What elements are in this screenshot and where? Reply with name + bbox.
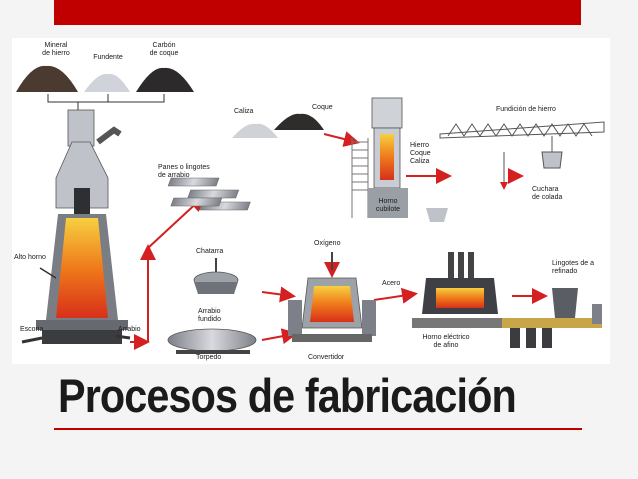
limestone-pile: [232, 123, 278, 138]
label-lingotes-refinado: Lingotes de a refinado: [552, 260, 595, 275]
label-torpedo: Torpedo: [196, 354, 222, 361]
label-fundicion-de-hierro: Fundición de hierro: [496, 106, 556, 113]
label-horno-inputs: Hierro Coque Caliza: [410, 142, 431, 165]
steel-process-diagram: Mineral de hierro Fundente Carbón de coq…: [12, 38, 610, 364]
cupola-furnace: [351, 97, 448, 222]
torpedo-car: [167, 328, 257, 354]
label-arrabio: Arrabio: [118, 326, 141, 333]
process-illustration: [16, 65, 605, 354]
blast-furnace: [21, 109, 131, 344]
label-caliza: Caliza: [234, 108, 254, 115]
label-alto-horno: Alto horno: [14, 254, 46, 261]
label-fundente: Fundente: [93, 54, 123, 61]
label-mineral-de-hierro: Mineral de hierro: [42, 42, 70, 57]
flux-pile: [84, 73, 130, 92]
label-escoria: Escoria: [20, 326, 44, 333]
top-accent-bar: [54, 0, 581, 25]
label-arrabio-fundido: Arrabio fundido: [198, 308, 221, 323]
title-underline: [54, 428, 582, 430]
label-panes-lingotes: Panes o lingotes de arrabio: [158, 164, 210, 179]
page-title: Procesos de fabricación: [58, 369, 517, 422]
electric-arc-furnace: [412, 252, 512, 328]
pig-iron-ingots: [167, 177, 251, 211]
label-carbon-de-coque: Carbón de coque: [149, 42, 179, 57]
label-convertidor: Convertidor: [308, 354, 345, 361]
label-chatarra: Chatarra: [196, 248, 224, 255]
label-horno-electrico: Horno eléctrico de afino: [422, 334, 470, 349]
flow-arrows: [130, 131, 548, 350]
label-acero: Acero: [382, 280, 401, 287]
label-oxigeno: Oxígeno: [314, 240, 341, 247]
coke-pile: [136, 67, 194, 92]
scrap-magnet: [193, 258, 239, 294]
label-cuchara-de-colada: Cuchara de colada: [532, 186, 563, 201]
iron-ore-pile: [16, 65, 78, 92]
coke-small-pile: [274, 113, 324, 130]
label-coque: Coque: [312, 104, 333, 111]
foundry-crane: [439, 121, 605, 169]
label-horno-cubilote: Horno cubilote: [375, 198, 401, 213]
feed-lines: [47, 94, 165, 116]
oxygen-converter: [288, 252, 376, 342]
refined-steel-ingots: [502, 288, 602, 348]
